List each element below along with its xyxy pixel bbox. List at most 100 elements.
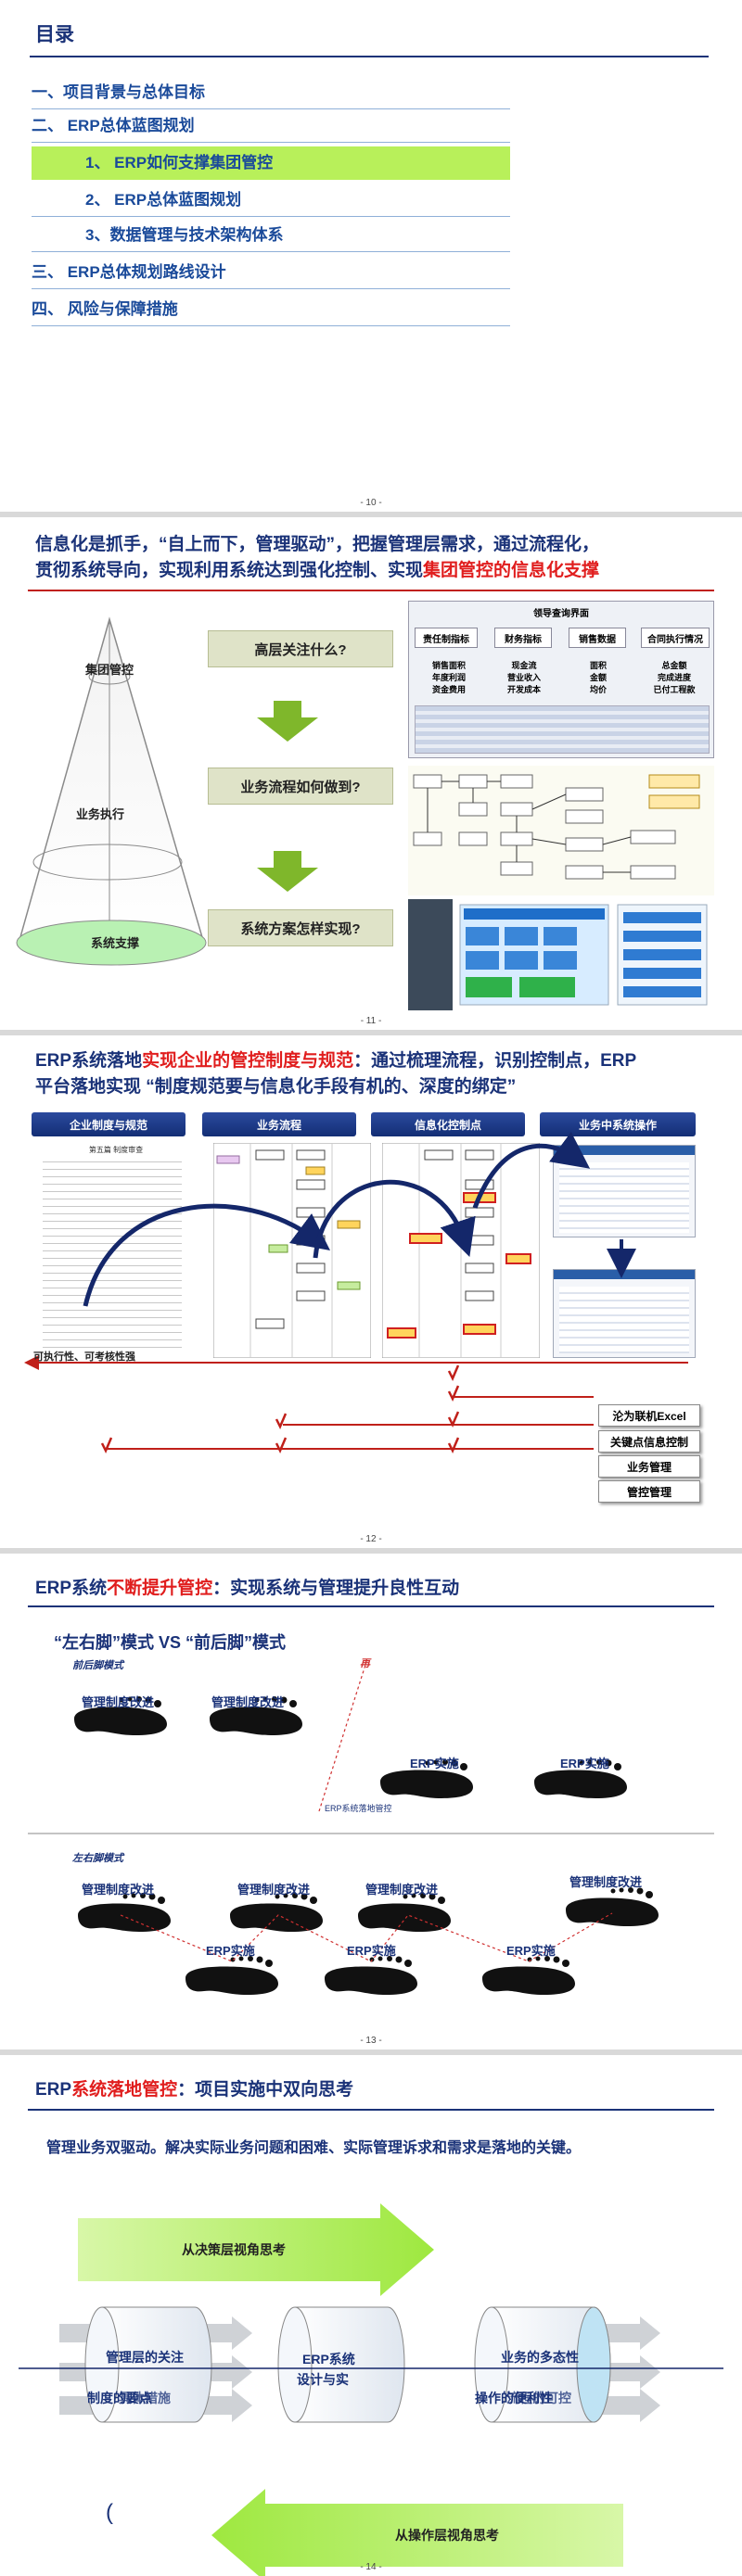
page-number: - 11 - bbox=[360, 1016, 382, 1026]
slide-title: 目录 bbox=[35, 24, 74, 45]
question-box-2: 业务流程如何做到? bbox=[208, 768, 393, 805]
screen-group-2: 现金流 营业收入 开发成本 bbox=[506, 661, 541, 694]
system-screen-1 bbox=[553, 1145, 696, 1237]
cone-label-mid: 业务执行 bbox=[76, 807, 125, 821]
toc-item-active[interactable]: 1、 ERP如何支撑集团管控 bbox=[32, 146, 510, 180]
toc-item-6[interactable]: 三、 ERP总体规划路线设计 bbox=[32, 256, 510, 289]
top-arrow bbox=[78, 2203, 434, 2296]
screen-grid bbox=[415, 705, 710, 754]
screen-tab-4[interactable]: 合同执行情况 bbox=[641, 628, 710, 648]
foot-lower-1 bbox=[78, 1893, 171, 1932]
flow-arrow-2 bbox=[313, 1179, 476, 1259]
screen-group-4: 总金额 完成进度 已付工程款 bbox=[653, 661, 696, 694]
page-number: - 10 - bbox=[360, 498, 382, 508]
toc-item-1[interactable]: 一、项目背景与总体目标 bbox=[32, 76, 510, 109]
tab-business-process[interactable]: 业务流程 bbox=[202, 1112, 356, 1136]
slide-feet: ERP系统不断提升管控：实现系统与管理提升良性互动 “左右脚”模式 VS “前后… bbox=[0, 1554, 742, 2049]
center-text-2: 设计与实 bbox=[297, 2372, 349, 2387]
stray-glyph: ( bbox=[106, 2500, 113, 2525]
control-flow-thumbnail bbox=[382, 1143, 540, 1358]
screen-group-3: 面积 金额 均价 bbox=[589, 661, 607, 694]
question-box-3: 系统方案怎样实现? bbox=[208, 909, 393, 946]
lower-mgmt-4: 管理制度改进 bbox=[569, 1875, 643, 1889]
toc-item-5[interactable]: 3、数据管理与技术架构体系 bbox=[32, 219, 510, 252]
bottom-arrow bbox=[211, 2489, 623, 2576]
foot-lower-4 bbox=[566, 1887, 659, 1926]
process-flow-thumbnail bbox=[213, 1143, 371, 1358]
screen-tab-3[interactable]: 销售数据 bbox=[569, 628, 626, 648]
upper-label-3: ERP实施 bbox=[410, 1757, 459, 1770]
slide-two-way: ERP系统落地管控：项目实施中双向思考 管理业务双驱动。解决实际业务问题和困难、… bbox=[0, 2055, 742, 2576]
top-arrow-label: 从决策层视角思考 bbox=[182, 2242, 286, 2257]
upper-label-4: ERP实施 bbox=[560, 1757, 609, 1770]
flowchart-thumbnail bbox=[408, 766, 714, 895]
foot-lower-2 bbox=[230, 1893, 323, 1932]
lower-mgmt-3: 管理制度改进 bbox=[365, 1883, 439, 1897]
flow-arrow-3 bbox=[472, 1132, 591, 1209]
title-rule bbox=[30, 56, 709, 57]
level-excel: 沦为联机Excel bbox=[598, 1404, 700, 1427]
tab-control-points[interactable]: 信息化控制点 bbox=[371, 1112, 525, 1136]
left-text-1: 管理层的关注 bbox=[106, 2350, 184, 2365]
slide-title: ERP系统落地实现企业的管控制度与规范：通过梳理流程，识别控制点，ERP 平台落… bbox=[35, 1051, 637, 1097]
bottom-arrow-label: 从操作层视角思考 bbox=[395, 2528, 499, 2543]
leader-query-screenshot: 领导查询界面 责任制指标 财务指标 销售数据 合同执行情况 销售面积 年度利润 … bbox=[408, 601, 714, 758]
slide-toc: 目录 一、项目背景与总体目标 二、 ERP总体蓝图规划 1、 ERP如何支撑集团… bbox=[0, 0, 742, 512]
feet-diagram bbox=[28, 1664, 714, 1995]
right-text-overlap: 流程的可控 bbox=[506, 2391, 571, 2405]
left-text-overlap: 具体措施 bbox=[119, 2391, 171, 2405]
tab-enterprise-rules[interactable]: 企业制度与规范 bbox=[32, 1112, 186, 1136]
tab-system-operation[interactable]: 业务中系统操作 bbox=[540, 1112, 696, 1136]
section-front-back: 前后脚模式 bbox=[72, 1660, 123, 1671]
screen-group-1: 销售面积 年度利润 资金费用 bbox=[431, 661, 466, 694]
level-control: 管控管理 bbox=[598, 1480, 700, 1503]
lead-text: 管理业务双驱动。解决实际业务问题和困难、实际管理诉求和需求是落地的关键。 bbox=[46, 2140, 582, 2156]
axis-label: 可执行性、可考核性强 bbox=[33, 1351, 135, 1363]
subtitle: “左右脚”模式 VS “前后脚”模式 bbox=[54, 1633, 287, 1652]
upper-label-1: 管理制度改进 bbox=[82, 1695, 155, 1709]
cone-label-bottom: 系统支撑 bbox=[91, 936, 140, 950]
screen-tab-2[interactable]: 财务指标 bbox=[494, 628, 552, 648]
level-business: 业务管理 bbox=[598, 1455, 700, 1478]
left-text-2: 制度的要点 bbox=[87, 2391, 152, 2405]
two-way-diagram bbox=[19, 2203, 723, 2576]
slide-title: ERP系统不断提升管控：实现系统与管理提升良性互动 bbox=[35, 1579, 460, 1598]
question-box-1: 高层关注什么? bbox=[208, 630, 393, 667]
screen-tab-1[interactable]: 责任制指标 bbox=[415, 628, 478, 648]
lower-mgmt-2: 管理制度改进 bbox=[237, 1883, 311, 1897]
page-number: - 13 - bbox=[360, 2036, 382, 2046]
title-rule bbox=[28, 590, 714, 591]
slide-title: 信息化是抓手，“自上而下，管理驱动”，把握管理层需求，通过流程化， 贯彻系统导向… bbox=[35, 535, 600, 580]
slide-title: ERP系统落地管控：项目实施中双向思考 bbox=[35, 2080, 354, 2100]
page-number: - 14 - bbox=[360, 2562, 382, 2572]
toc-item-4[interactable]: 2、 ERP总体蓝图规划 bbox=[32, 184, 510, 217]
lower-erp-2: ERP实施 bbox=[347, 1944, 396, 1958]
foot-lower-erp-1 bbox=[186, 1956, 278, 1995]
center-text-1: ERP系统 bbox=[302, 2352, 355, 2367]
dashed-divider bbox=[318, 1664, 366, 1812]
lower-erp-3: ERP实施 bbox=[506, 1944, 556, 1958]
slide12-overlays bbox=[24, 1132, 688, 1453]
down-arrow-1 bbox=[257, 701, 318, 742]
cone-diagram bbox=[16, 616, 318, 966]
cone-label-top: 集团管控 bbox=[85, 663, 134, 677]
title-rule bbox=[28, 2109, 714, 2111]
slide-erp-landing: ERP系统落地实现企业的管控制度与规范：通过梳理流程，识别控制点，ERP 平台落… bbox=[0, 1035, 742, 1548]
lower-erp-1: ERP实施 bbox=[206, 1944, 255, 1958]
zigzag-path bbox=[120, 1912, 613, 1962]
upper-small-label: ERP系统落地管控 bbox=[325, 1804, 392, 1813]
page-number: - 12 - bbox=[360, 1534, 382, 1544]
upper-label-2: 管理制度改进 bbox=[211, 1695, 285, 1709]
right-text-1: 业务的多态性 bbox=[501, 2350, 579, 2365]
architecture-thumbnail bbox=[408, 899, 708, 1010]
down-arrow-2 bbox=[257, 851, 318, 892]
title-rule bbox=[28, 1605, 714, 1607]
right-text-2: 操作的便利性 bbox=[475, 2391, 553, 2405]
toc-item-7[interactable]: 四、 风险与保障措施 bbox=[32, 293, 510, 326]
cone-base bbox=[16, 920, 207, 966]
foot-lower-erp-3 bbox=[482, 1956, 575, 1995]
slide-infor: 信息化是抓手，“自上而下，管理驱动”，把握管理层需求，通过流程化， 贯彻系统导向… bbox=[0, 517, 742, 1030]
toc-item-2[interactable]: 二、 ERP总体蓝图规划 bbox=[32, 109, 510, 143]
marker-again: 再 bbox=[360, 1658, 370, 1669]
flow-arrow-1 bbox=[83, 1203, 331, 1307]
